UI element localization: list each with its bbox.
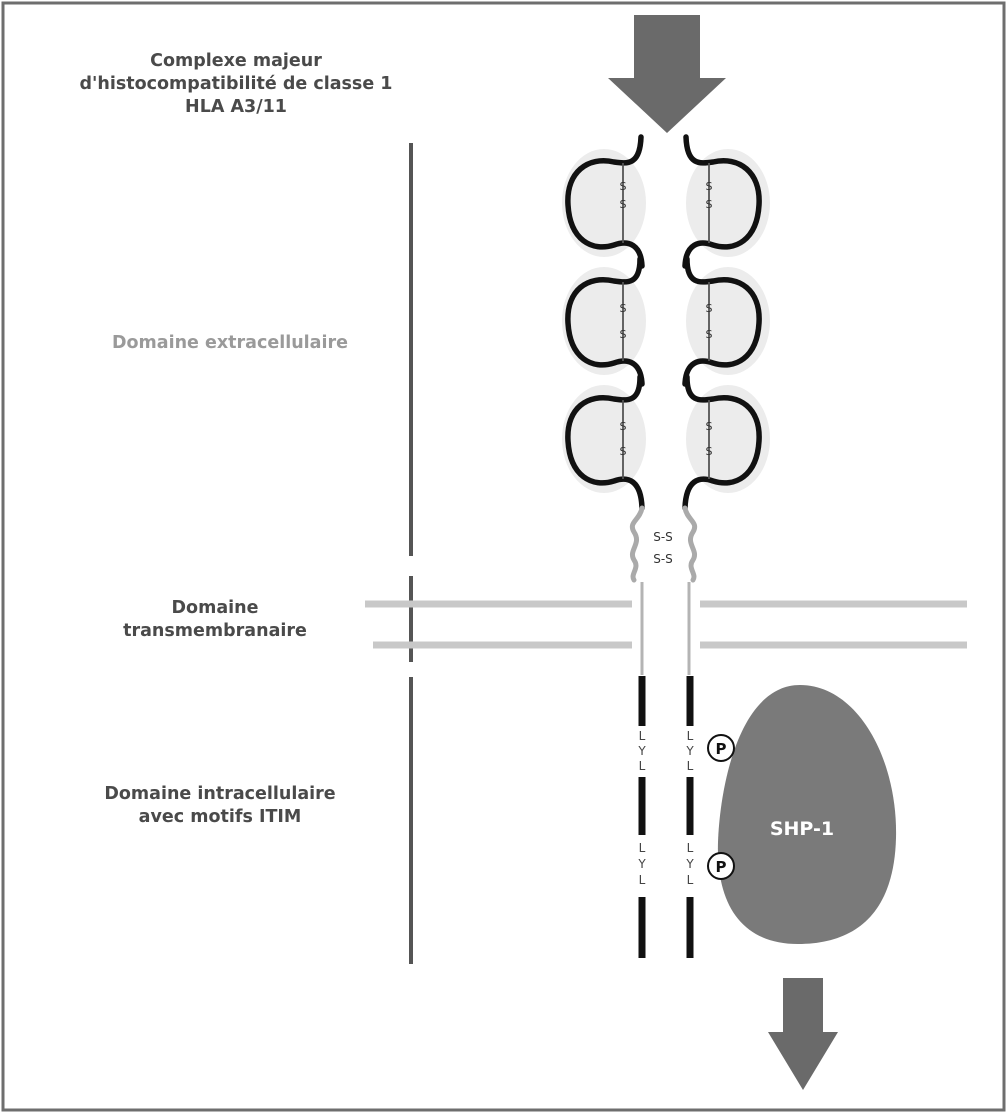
intracellular-label: Domaine intracellulaire avec motifs ITIM	[40, 783, 400, 829]
hinge-ss-2: S-S	[653, 552, 673, 566]
intracellular-label-line-2: avec motifs ITIM	[138, 807, 302, 827]
ig-domain-left-1	[562, 134, 646, 269]
itim-right-2-y: Y	[685, 857, 694, 871]
phosphate-circle-2	[707, 852, 735, 880]
domain-fill	[686, 149, 770, 257]
hinge-disulfide-labels: S-S S-S	[653, 530, 673, 566]
shp1-blob	[717, 685, 897, 944]
s-label: S	[706, 445, 713, 458]
chain-loop	[682, 134, 762, 269]
itim-right-2-l1: L	[687, 841, 694, 855]
s-label: S	[706, 180, 713, 193]
itim-left-1-l1: L	[639, 729, 646, 743]
mhc-label-line-3: HLA A3/11	[185, 97, 287, 117]
shp1-label: SHP-1	[769, 818, 835, 840]
mhc-label-line-1: Complexe majeur	[150, 51, 322, 71]
itim-left-2-y: Y	[637, 857, 646, 871]
s-label: S	[620, 445, 627, 458]
disulfide-s-labels: S S S S S S S S S S S S	[620, 180, 713, 458]
ig-domain-left-2	[562, 256, 646, 387]
hinge-left	[629, 505, 645, 583]
phosphate-label-1: P	[716, 740, 727, 758]
domain-fill	[562, 267, 646, 375]
mhc-label: Complexe majeur d'histocompatibilité de …	[40, 50, 432, 119]
cell-membrane	[365, 600, 967, 649]
chain-loop	[682, 256, 762, 387]
ig-domain-left-3	[562, 374, 646, 511]
itim-right-1-l1: L	[687, 729, 694, 743]
itim-left-1-l2: L	[639, 759, 646, 773]
s-label: S	[620, 180, 627, 193]
extracellular-label: Domaine extracellulaire	[70, 332, 390, 355]
itim-left-2-l1: L	[639, 841, 646, 855]
domain-fill	[562, 149, 646, 257]
ig-domain-right-3	[682, 374, 770, 511]
chain-loop	[565, 256, 645, 387]
itim-right-2-l2: L	[687, 873, 694, 887]
s-label: S	[620, 302, 627, 315]
itim-right-1-l2: L	[687, 759, 694, 773]
signal-arrow	[768, 978, 838, 1090]
phosphate-groups: P P	[707, 734, 735, 880]
s-label: S	[706, 302, 713, 315]
transmembrane-segments	[640, 582, 691, 675]
transmembrane-label: Domaine transmembranaire	[60, 597, 370, 643]
intracellular-label-line-1: Domaine intracellulaire	[104, 784, 336, 804]
extracellular-label-text: Domaine extracellulaire	[112, 333, 348, 353]
itim-left-1-y: Y	[637, 744, 646, 758]
s-label: S	[620, 420, 627, 433]
s-label: S	[620, 198, 627, 211]
transmembrane-label-line-1: Domaine	[171, 598, 259, 618]
domain-fill	[686, 385, 770, 493]
phosphate-circle-1	[707, 734, 735, 762]
itim-motifs: L Y L L Y L L Y L L Y L	[637, 729, 694, 887]
intracellular-chains	[638, 676, 694, 958]
mhc-label-line-2: d'histocompatibilité de classe 1	[79, 74, 393, 94]
ig-domain-right-2	[682, 256, 770, 387]
hinge-ss-1: S-S	[653, 530, 673, 544]
chain-loop	[565, 134, 645, 269]
s-label: S	[706, 328, 713, 341]
domain-fill	[686, 267, 770, 375]
hinge-region	[629, 505, 698, 583]
s-label: S	[706, 198, 713, 211]
hinge-right	[682, 505, 698, 583]
s-label: S	[706, 420, 713, 433]
itim-right-1-y: Y	[685, 744, 694, 758]
ig-domains	[562, 134, 770, 511]
ligand-arrow	[608, 15, 726, 133]
ig-domain-right-1	[682, 134, 770, 269]
phosphate-label-2: P	[716, 858, 727, 876]
chain-loop	[565, 374, 645, 511]
s-label: S	[620, 328, 627, 341]
domain-fill	[562, 385, 646, 493]
chain-loop	[682, 374, 762, 511]
itim-left-2-l2: L	[639, 873, 646, 887]
transmembrane-label-line-2: transmembranaire	[123, 621, 307, 641]
